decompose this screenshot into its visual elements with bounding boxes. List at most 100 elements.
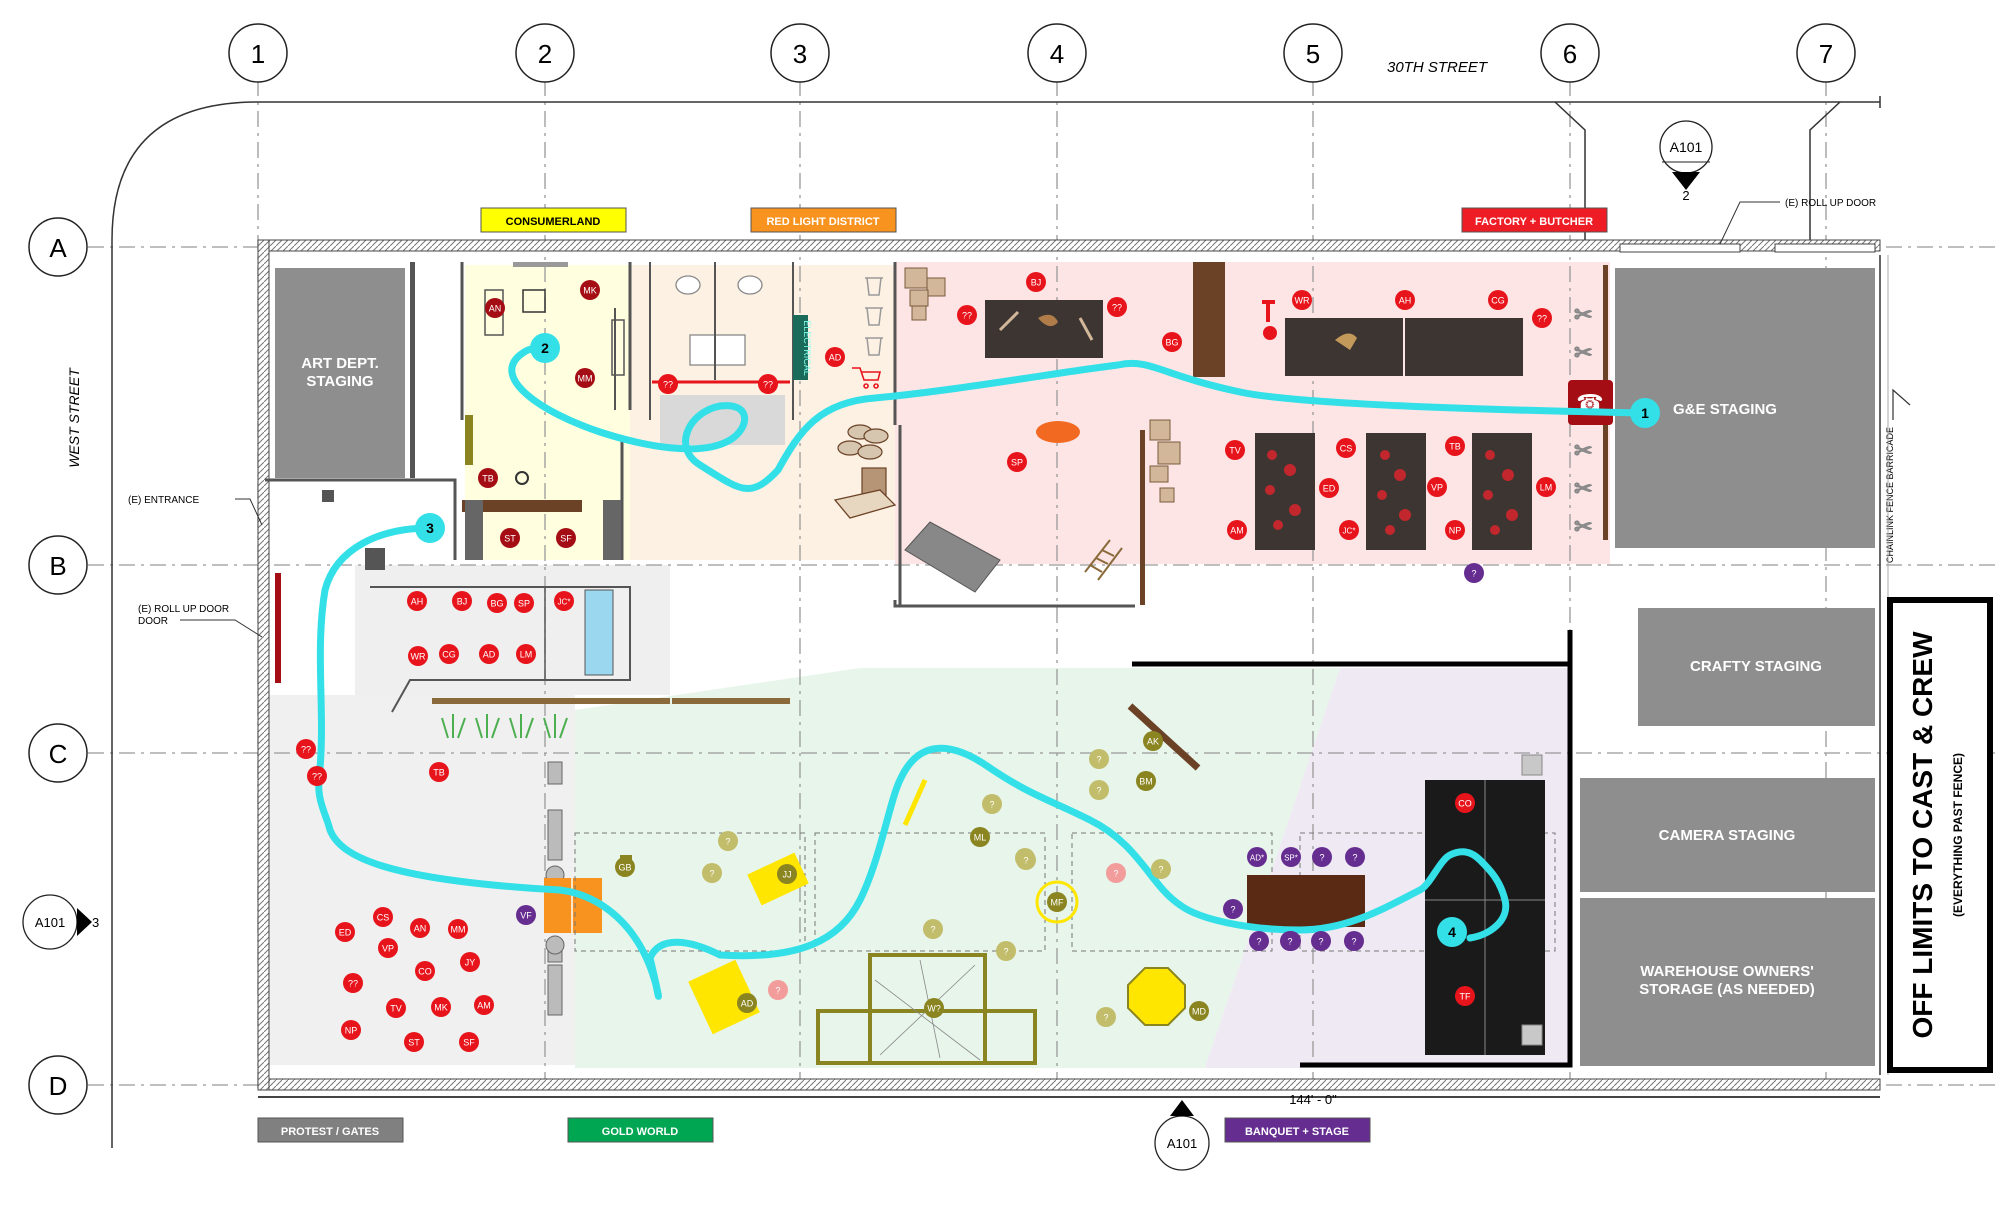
cast-marker-dot [478,468,498,488]
grid-label: 5 [1306,39,1320,69]
cast-marker-dot [1281,847,1301,867]
art-staging-label: ART DEPT. [301,355,379,372]
cast-marker: MK [580,280,600,300]
cast-marker: ? [1249,931,1269,951]
cast-marker-label: ? [1318,937,1323,947]
cast-marker-label: VP [1431,483,1443,493]
gold-bar [902,778,928,827]
cast-marker: AN [410,918,430,938]
cast-marker-dot [1026,272,1046,292]
cast-marker-label: SP [518,599,530,609]
cast-marker: ? [702,863,722,883]
cast-marker-label: ? [1096,755,1101,765]
cast-marker-dot [460,952,480,972]
cast-marker-dot [516,905,536,925]
cast-marker-dot [702,863,722,883]
cast-marker: ? [1312,847,1332,867]
gray-column [465,500,483,560]
zone-tag-label: CONSUMERLAND [506,216,601,228]
cast-marker: ?? [758,374,778,394]
off-limits-panel: OFF LIMITS TO CAST & CREW (EVERYTHING PA… [1887,597,1993,1073]
trash-icon [865,337,883,356]
cast-marker: MF [1047,892,1067,912]
cast-marker-label: ? [1471,569,1476,579]
leader-line [1719,201,1780,245]
cast-marker: CO [415,961,435,981]
cast-marker-label: LM [1540,483,1553,493]
path-marker-3: 3 [415,513,445,543]
meat-cut [1078,317,1094,341]
cast-marker-label: AN [414,924,427,934]
roll-up-door-marker [1774,243,1876,253]
scissors-icon: ✂ [1574,476,1592,501]
cast-marker-dot [378,938,398,958]
cast-marker-label: SP* [1284,854,1298,863]
cast-marker-dot [452,591,472,611]
consumer-shelf [522,289,546,313]
cast-marker-label: CS [1340,444,1353,454]
cast-marker: VF [516,905,536,925]
lever-icon [1262,300,1275,322]
cast-marker: LM [516,644,536,664]
cast-marker-dot [1247,847,1267,867]
cast-marker-label: ? [725,837,730,847]
cast-marker-dot [479,644,499,664]
cast-marker: JJ [777,864,797,884]
section-callout-left: A101 3 [22,894,99,950]
path-markers: 1 2 3 4 [415,333,1660,947]
consumer-counter [462,500,582,512]
cast-marker-dot [1007,452,1027,472]
cast-marker-label: AD [829,353,842,363]
cast-marker-label: NP [345,1026,358,1036]
cast-marker: AD [825,347,845,367]
cart-icon [852,367,882,389]
cast-marker-label: AD [741,999,754,1009]
cast-marker: CS [373,907,393,927]
cast-marker-label: TB [1449,442,1461,452]
cast-marker-dot [658,374,678,394]
cast-marker: NP [341,1020,361,1040]
cast-marker: ? [1345,847,1365,867]
grid-label: 1 [251,39,265,69]
gray-column [603,500,621,560]
callout-sheet: A101 [1670,139,1703,155]
cast-marker-label: ? [709,869,714,879]
cast-marker: CO [1455,793,1475,813]
cast-marker-label: JY [465,958,476,968]
grid-label: 2 [538,39,552,69]
cast-marker-label: ST [504,534,516,544]
street-north: 30TH STREET [1387,59,1489,76]
cast-marker-dot [1455,986,1475,1006]
grid-bubbles: 1 2 3 4 5 6 7 A B C D [28,23,1856,1115]
cast-marker-dot [1292,290,1312,310]
cast-marker-label: MD [1192,1007,1206,1017]
cast-marker: W? [924,998,944,1018]
cast-marker: ? [1016,850,1036,870]
cast-marker-label: CG [442,650,456,660]
roll-up-door-note: (E) ROLL UP DOOR [1785,198,1876,209]
cast-marker-label: ? [1352,853,1357,863]
cast-marker-label: ED [339,928,352,938]
cast-marker-dot [516,644,536,664]
zone-tag-label: RED LIGHT DISTRICT [766,216,879,228]
cast-marker: ST [500,528,520,548]
cast-marker-label: BG [1165,338,1178,348]
grid-bubble-col: 6 [1540,23,1600,83]
brown-beam [432,698,670,704]
zone-tag-label: BANQUET + STAGE [1245,1126,1349,1138]
grinder [1335,333,1357,350]
cast-marker-dot [1189,1001,1209,1021]
cast-marker-dot [341,1020,361,1040]
cast-marker-label: TB [433,768,445,778]
south-wall [257,1078,1881,1091]
cast-marker-dot [415,961,435,981]
grid-bubble-col: 1 [228,23,288,83]
cast-marker-dot [514,593,534,613]
cast-marker-label: CO [418,967,432,977]
meat-table [985,300,1103,358]
cast-marker-label: AN [489,304,502,314]
meat-pieces [1265,450,1518,535]
cast-marker-label: ?? [962,311,972,321]
cast-marker-dot [1339,520,1359,540]
callout-sheet: A101 [1167,1136,1197,1151]
